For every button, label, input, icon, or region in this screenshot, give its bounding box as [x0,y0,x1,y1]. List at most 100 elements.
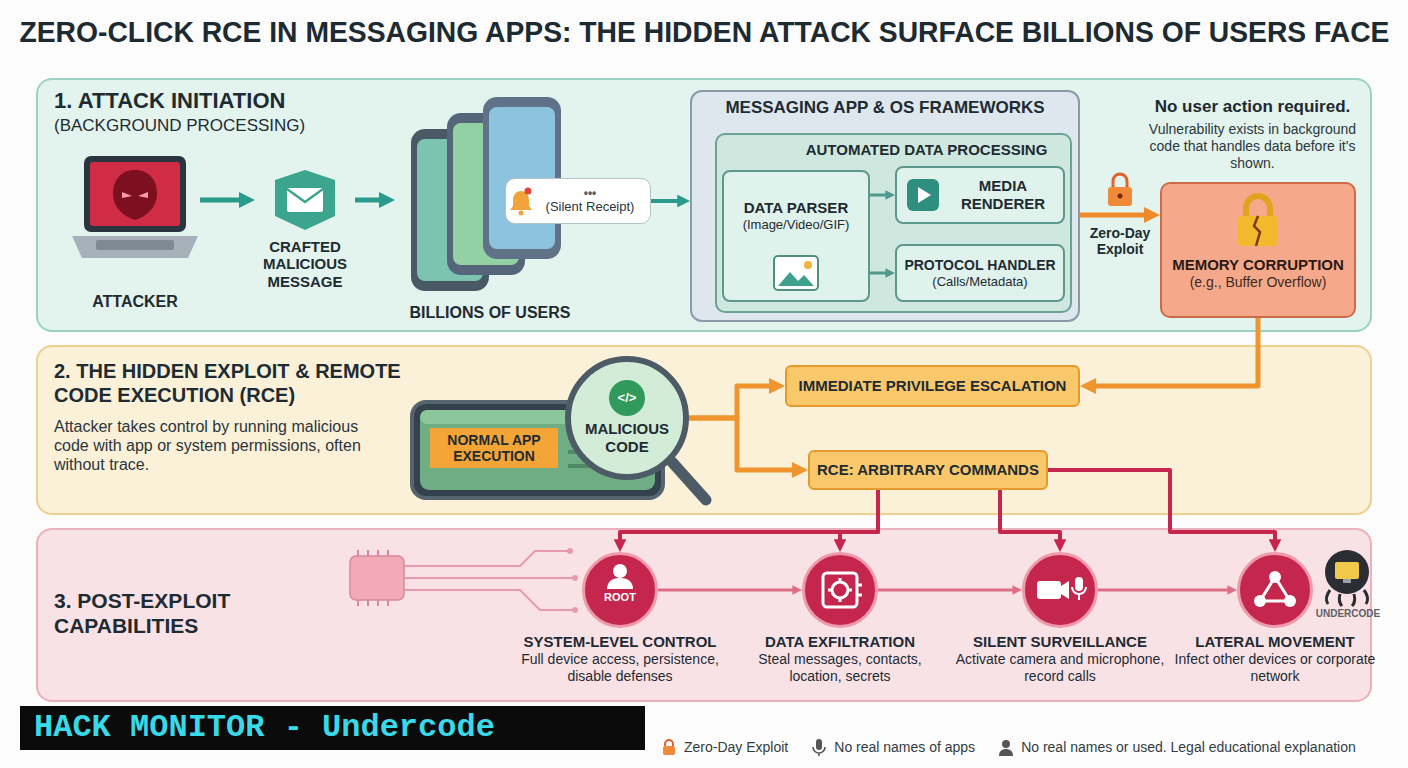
capability-circle: ROOTSYSTEM-LEVEL CONTROLFull device acce… [582,552,658,628]
vault-icon [828,578,862,602]
legend-icon [663,746,675,755]
node-label: (Silent Receipt) [546,199,635,215]
camera-icon [1037,581,1061,599]
node-label: 3. POST-EXPLOIT CAPABILITIES [54,588,324,638]
legend-icon [999,749,1013,756]
stage-band: 1. ATTACK INITIATION(BACKGROUND PROCESSI… [36,78,1372,332]
banner: HACK MONITOR - Undercode [20,706,645,750]
play-icon [897,168,945,222]
node-label: Full device access, persistence, disable… [515,651,725,685]
caption-block: LATERAL MOVEMENTInfect other devices or … [1170,633,1380,685]
connector-arrow [689,386,772,418]
brokenlock-icon [1238,216,1278,246]
message-icon: CRAFTED MALICIOUS MESSAGE [255,168,355,302]
node-label: IMMEDIATE PRIVILEGE ESCALATION [799,377,1067,395]
caption-block: DATA EXFILTRATIONSteal messages, contact… [735,633,945,685]
node-label: 1. ATTACK INITIATION [54,88,384,114]
node-label: (Calls/Metadata) [932,274,1027,290]
node-label: Activate camera and microphone, record c… [955,651,1165,685]
node-label: 2. THE HIDDEN EXPLOIT & REMOTE CODE EXEC… [54,359,409,407]
image-icon [724,252,868,296]
legend-icon [816,739,822,750]
network-icon [1269,571,1281,583]
laptop-icon [122,192,148,198]
legend-text: No real names of apps [834,739,975,755]
connector-arrow [658,589,794,592]
exploit-lock [1108,187,1132,206]
caption-block: SYSTEM-LEVEL CONTROLFull device access, … [515,633,725,685]
node-label: CRAFTED MALICIOUS MESSAGE [255,238,355,290]
renderer-box: MEDIA RENDERER [895,166,1065,224]
laptop-icon [90,162,180,226]
node-label: SYSTEM-LEVEL CONTROL [515,633,725,651]
rce-box: RCE: ARBITRARY COMMANDS [808,450,1048,490]
image-icon [778,272,814,286]
envelope-icon [255,168,355,232]
note-heading: No user action required. [1145,97,1360,117]
node-label: DATA EXFILTRATION [735,633,945,651]
camera-icon [1075,577,1083,591]
root-icon [613,564,627,578]
node-label: BILLIONS OF USERS [410,303,571,322]
node-label: Infect other devices or corporate networ… [1170,651,1380,685]
magnifier-handle [672,462,706,500]
capability-circle: SILENT SURVEILLANCEActivate camera and m… [1022,552,1098,628]
node-label: DATA PARSER [744,199,848,217]
node-label: AUTOMATED DATA PROCESSING [787,141,1066,159]
chip-illustration [358,550,388,606]
memory-corruption-box: MEMORY CORRUPTION(e.g., Buffer Overflow) [1160,182,1356,318]
envelope-icon [275,170,335,230]
attacker-figure: ATTACKER [70,150,200,322]
legend-icon [660,738,678,756]
vault-icon [805,555,875,625]
exploit-lock [1113,174,1127,188]
chip-illustration [404,551,575,610]
connector-arrow [689,418,795,470]
note-text: Vulnerability exists in background code … [1145,121,1360,171]
node-label: RCE: ARBITRARY COMMANDS [817,461,1039,479]
legend-text: Zero-Day Exploit [684,739,788,755]
brokenlock-icon [1254,216,1260,246]
legend-icon [1002,740,1010,748]
legend: Zero-Day ExploitNo real names of appsNo … [660,738,1356,756]
chip-illustration [350,548,578,613]
node-label: LATERAL MOVEMENT [1170,633,1380,651]
watermark-logo [1325,550,1369,606]
stage-band: 2. THE HIDDEN EXPLOIT & REMOTE CODE EXEC… [36,345,1372,515]
legend-icon [997,738,1015,756]
exploit-lock [1118,194,1123,199]
network-icon [1284,595,1296,607]
node-label: ROOT [604,591,636,604]
bell-icon [519,211,524,216]
connector-arrow [1098,589,1229,592]
node-label: PROTOCOL HANDLER [904,257,1055,274]
protocol-box: PROTOCOL HANDLER(Calls/Metadata) [895,244,1065,302]
brokenlock-icon [1246,196,1270,218]
legend-icon [665,740,673,746]
framework-panel: MESSAGING APP & OS FRAMEWORKSAUTOMATED D… [690,90,1080,322]
camera-icon [1072,587,1086,600]
watermark-logo [1325,550,1369,594]
connector-arrow [878,589,1014,592]
network-icon [1254,595,1266,607]
processing-panel: AUTOMATED DATA PROCESSING DATA PARSER(Ima… [715,133,1072,313]
laptop-icon [70,150,200,262]
connector-arrow [840,490,878,542]
connector-arrow [620,490,878,542]
connector-arrow [870,272,887,275]
node-label: ••• [584,187,597,199]
magnifier: </>MALICIOUS CODE [565,356,689,480]
laptop-icon [113,170,157,220]
chip-illustration [572,575,578,581]
node-label: ATTACKER [92,292,178,311]
camera-icon [1025,555,1095,625]
root-icon [585,555,655,625]
parser-box: DATA PARSER(Image/Video/GIF) [722,170,870,302]
node-label: MEDIA RENDERER [947,177,1059,213]
connector-arrow [1000,490,1060,542]
bell-icon [508,183,534,219]
node-label: (Image/Video/GIF) [743,217,850,233]
play-icon [907,179,939,211]
watermark-logo [1335,562,1359,579]
